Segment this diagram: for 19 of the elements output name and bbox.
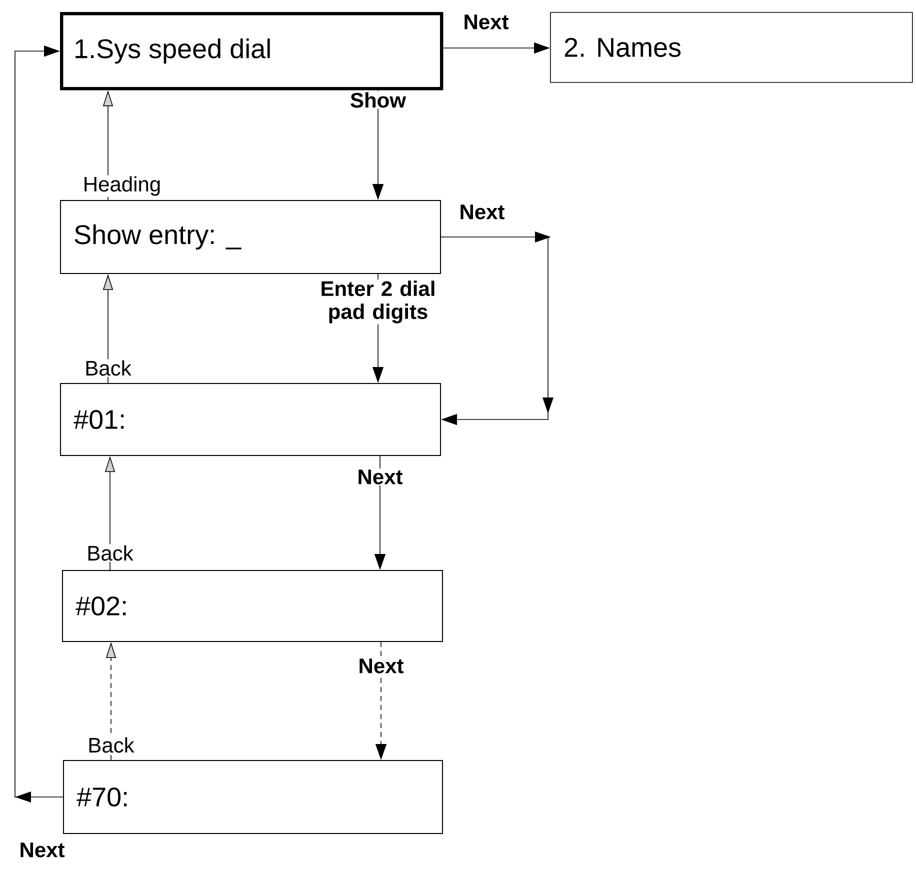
arrow [14,46,64,802]
menu-box: #02: [62,570,443,642]
edge-label: Next [460,204,504,220]
edge-label: Enter 2 dial pad digits [322,280,434,324]
menu-box: Show entry: _ [60,200,441,274]
menu-box: #70: [63,760,443,834]
menu-box: #01: [60,383,441,456]
edge-label: Next [464,14,508,30]
edge-label: Back [88,545,134,561]
edge-label: Back [86,360,132,376]
menu-box: 2. Names [550,12,913,83]
edge-label: Heading [84,176,160,196]
edge-label: Next [20,842,64,858]
edge-label: Back [89,737,134,753]
edge-label: Next [358,470,402,484]
edge-label: Show [350,92,406,108]
arrow [440,232,554,426]
edge-label: Next [360,658,404,674]
menu-box: 1.Sys speed dial [60,12,444,90]
